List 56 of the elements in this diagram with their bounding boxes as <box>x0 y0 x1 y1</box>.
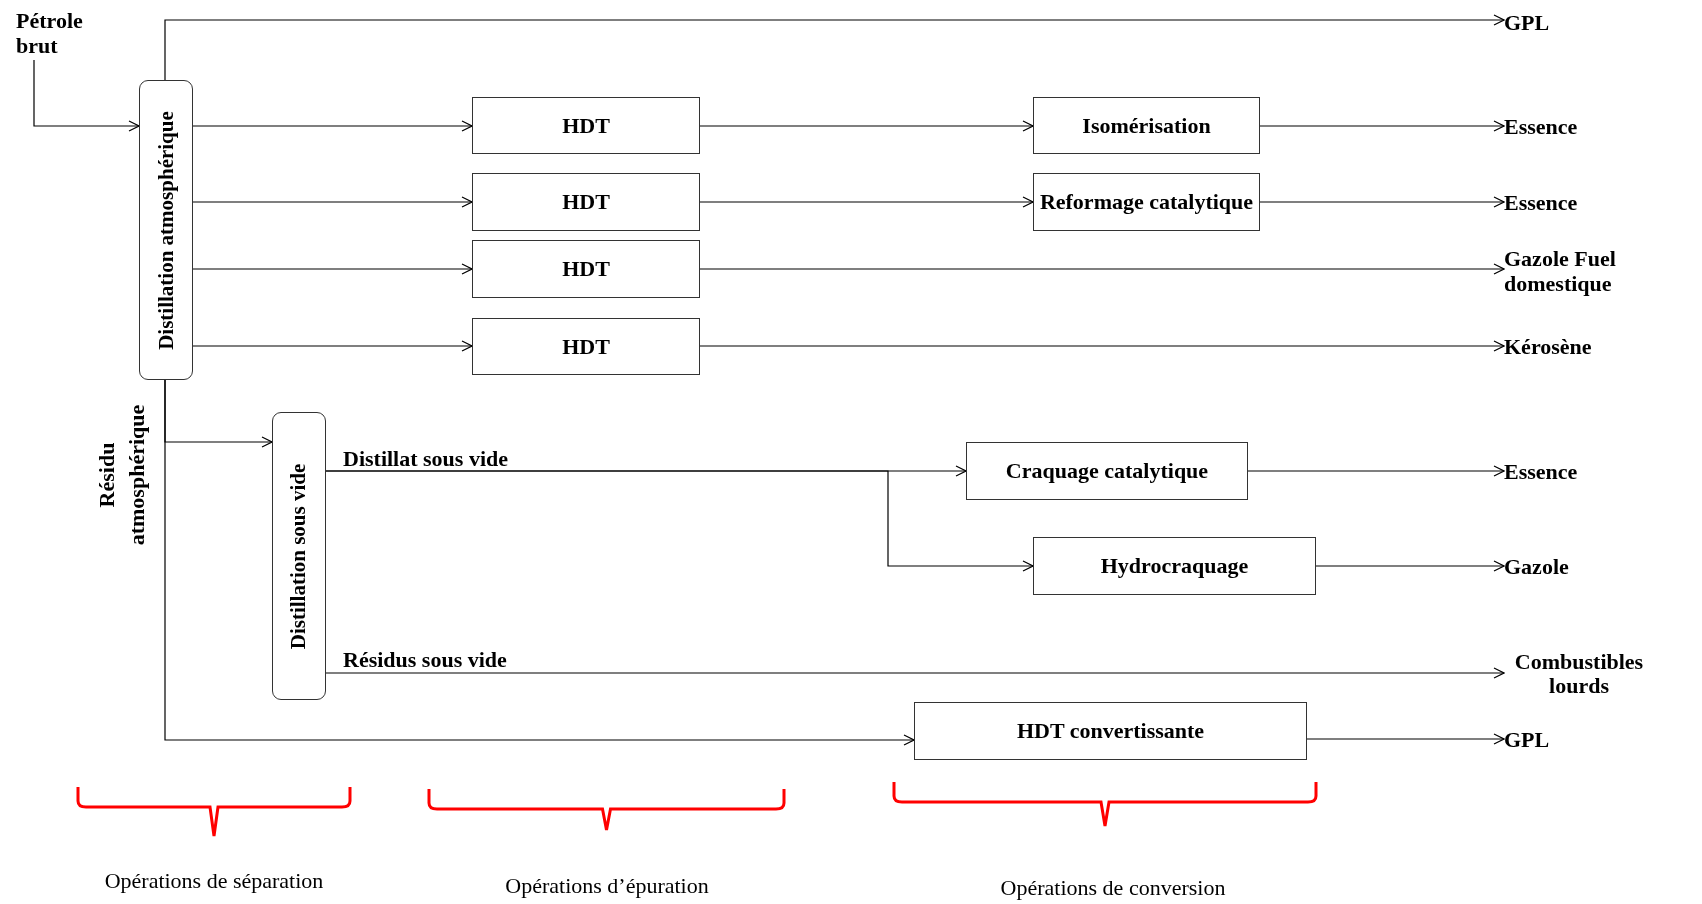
process-box <box>1033 97 1260 154</box>
arrow <box>192 196 473 208</box>
arrow <box>325 470 1034 572</box>
arrow <box>192 340 473 352</box>
product-label: Essence <box>1504 112 1624 140</box>
process-box <box>914 702 1307 760</box>
arrow <box>1259 120 1505 132</box>
product-label: GPL <box>1504 8 1624 36</box>
arrow <box>1259 196 1505 208</box>
arrow <box>164 14 1505 81</box>
product-label: Essence <box>1504 457 1624 485</box>
process-label: HDT <box>562 113 610 138</box>
edge-label: Résidus sous vide <box>343 648 507 672</box>
process-box <box>472 173 700 231</box>
column-box <box>139 80 193 380</box>
process-label: Craquage catalytique <box>1005 459 1209 483</box>
edge-label: Distillat sous vide <box>343 447 509 471</box>
process-label: HDT convertissante <box>1016 719 1205 743</box>
section-label: Opérations de séparation <box>104 868 324 894</box>
arrow <box>699 340 1505 352</box>
arrow <box>33 59 140 132</box>
process-box <box>1033 537 1316 595</box>
process-label: HDT <box>562 190 610 214</box>
arrow <box>164 379 915 746</box>
process-box <box>472 318 700 375</box>
arrow <box>192 263 473 275</box>
product-label: Kérosène <box>1504 332 1624 360</box>
process-label: Isomérisation <box>1082 113 1211 138</box>
arrow <box>699 120 1034 132</box>
stream-label: Résidu atmosphérique <box>93 403 150 548</box>
process-label: HDT <box>562 334 610 359</box>
arrow <box>192 120 473 132</box>
process-box <box>966 442 1248 500</box>
section-label: Opérations d’épuration <box>505 873 709 899</box>
column-label: Distillation sous vide <box>286 463 312 649</box>
arrow <box>699 196 1034 208</box>
process-box <box>472 240 700 298</box>
section-label: Opérations de conversion <box>1000 875 1226 901</box>
product-label: Combustibles lourds <box>1504 648 1654 700</box>
product-label: Gazole <box>1504 552 1624 580</box>
product-label: Gazole Fuel domestique <box>1504 244 1694 298</box>
arrow <box>699 263 1505 275</box>
process-label: Reformage catalytique <box>1039 190 1254 214</box>
arrow <box>1315 560 1505 572</box>
arrow <box>1247 465 1505 477</box>
arrow <box>325 667 1505 679</box>
product-label: GPL <box>1504 725 1624 753</box>
product-label: Essence <box>1504 188 1624 216</box>
process-box <box>1033 173 1260 231</box>
process-label: HDT <box>562 257 610 281</box>
process-label: Hydrocraquage <box>1100 554 1249 578</box>
process-box <box>472 97 700 154</box>
column-box <box>272 412 326 700</box>
feed-label: Pétrole brut <box>16 6 100 60</box>
arrow <box>1306 733 1505 745</box>
column-label: Distillation atmosphérique <box>153 110 179 350</box>
